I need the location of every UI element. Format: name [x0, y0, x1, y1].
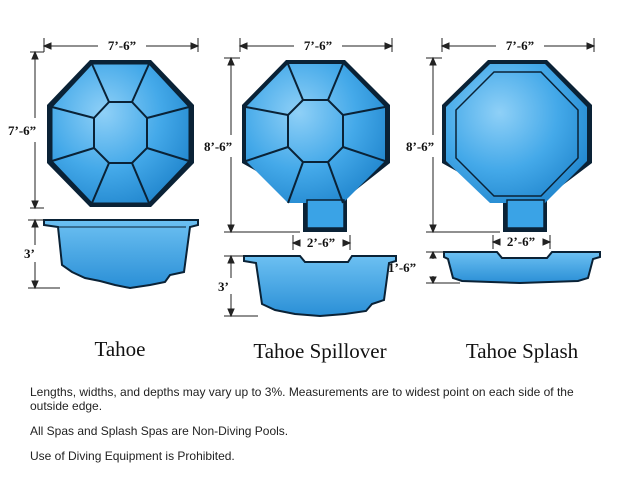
tahoe-splash-dimensions: [426, 38, 596, 285]
tahoe-depth-label: 3’: [24, 246, 35, 261]
tahoe-splash-depth-label: 1’-6”: [388, 260, 416, 275]
non-diving-note: All Spas and Splash Spas are Non-Diving …: [30, 424, 289, 438]
tahoe-splash-side-view: [443, 251, 601, 285]
tahoe-spillover-side-view: [243, 255, 397, 318]
tahoe-side-view: [43, 219, 199, 290]
tahoe-plan-view: [47, 60, 194, 207]
tahoe-spillover-plan-view: [242, 60, 390, 232]
tahoe-spillover-length-label: 8’-6”: [204, 139, 232, 154]
measurement-note: Lengths, widths, and depths may vary up …: [30, 385, 574, 413]
tahoe-spillover-dimensions: [224, 38, 394, 318]
tahoe-splash-length-label: 8’-6”: [406, 139, 434, 154]
tahoe-width-label: 7’-6”: [108, 38, 136, 53]
tahoe-spillover-spillway-label: 2’-6”: [307, 235, 335, 250]
tahoe-splash-name: Tahoe Splash: [466, 339, 579, 363]
tahoe-splash-spillway-label: 2’-6”: [507, 234, 535, 249]
tahoe-spillover-depth-label: 3’: [218, 279, 229, 294]
diving-equipment-note: Use of Diving Equipment is Prohibited.: [30, 449, 235, 463]
disclaimer-notes: Lengths, widths, and depths may vary up …: [30, 385, 615, 474]
tahoe-spillover-width-label: 7’-6”: [304, 38, 332, 53]
tahoe-name: Tahoe: [94, 337, 145, 361]
tahoe-dimensions: [28, 38, 200, 290]
tahoe-splash-width-label: 7’-6”: [506, 38, 534, 53]
tahoe-length-label: 7’-6”: [8, 123, 36, 138]
tahoe-spillover-name: Tahoe Spillover: [253, 339, 386, 363]
tahoe-splash-plan-view: [442, 60, 592, 232]
